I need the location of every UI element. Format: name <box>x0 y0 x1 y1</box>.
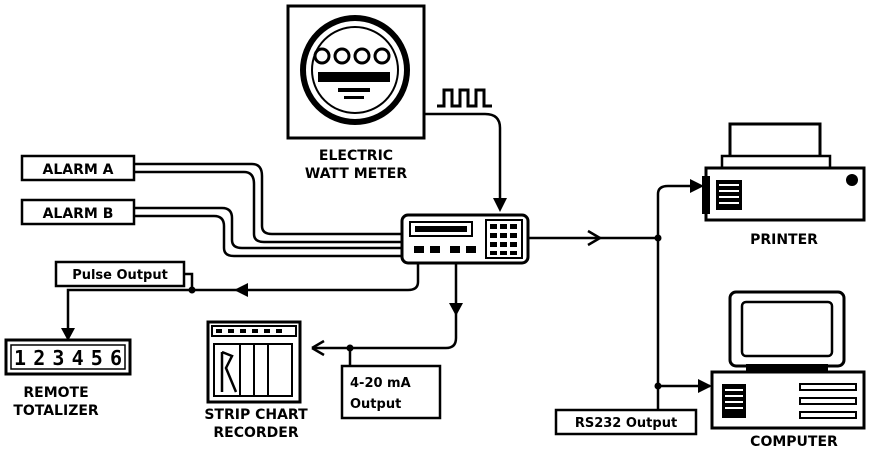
arrow-icon <box>493 198 507 212</box>
arrow-icon <box>690 179 704 193</box>
arrow-icon <box>698 379 712 393</box>
computer-wire <box>656 238 710 388</box>
arrow-icon <box>311 339 325 357</box>
totalizer-label-line1: REMOTE <box>23 385 88 401</box>
ma-output-label-line2: Output <box>350 397 401 412</box>
strip-chart-recorder <box>206 320 302 404</box>
ma-output-box <box>340 364 442 420</box>
alarm-b-label: ALARM B <box>43 206 114 222</box>
computer-label: COMPUTER <box>750 434 838 450</box>
alarm-a-box <box>20 154 136 182</box>
alarm-b-box <box>20 198 136 226</box>
alarm-b-wire <box>134 206 402 250</box>
pulse-output-box <box>54 260 186 288</box>
printer-label: PRINTER <box>750 232 818 248</box>
printer-wire <box>656 184 700 238</box>
arrow-icon <box>234 283 248 297</box>
totalizer-label-line2: TOTALIZER <box>13 403 99 419</box>
watt-meter <box>286 4 426 140</box>
arrow-icon <box>61 328 75 341</box>
recorder-label-line2: RECORDER <box>213 425 298 441</box>
watt-meter-label-line2: WATT METER <box>305 166 407 182</box>
controller-unit <box>400 213 530 265</box>
alarm-a-wire-return <box>134 170 402 244</box>
rs232-output-box <box>554 408 698 436</box>
junction-dot <box>188 286 196 294</box>
arrow-icon <box>449 303 463 316</box>
pulse-output-wire <box>66 263 420 330</box>
alarm-a-label: ALARM A <box>42 162 113 178</box>
arrow-icon <box>587 229 603 247</box>
pulse-train-icon <box>437 88 492 108</box>
meter-to-controller-wire <box>424 112 502 200</box>
rs232-output-label: RS232 Output <box>575 416 677 431</box>
alarm-b-wire-return <box>134 214 402 258</box>
analog-output-wire <box>312 263 458 350</box>
alarm-a-wire <box>134 162 402 236</box>
recorder-label-line1: STRIP CHART <box>204 407 308 423</box>
pulse-output-lead <box>184 272 194 290</box>
ma-output-label-line1: 4-20 mA <box>350 376 411 391</box>
computer <box>710 290 866 430</box>
watt-meter-label-line1: ELECTRIC <box>319 148 393 164</box>
pulse-output-label: Pulse Output <box>72 268 168 283</box>
printer <box>702 122 866 222</box>
